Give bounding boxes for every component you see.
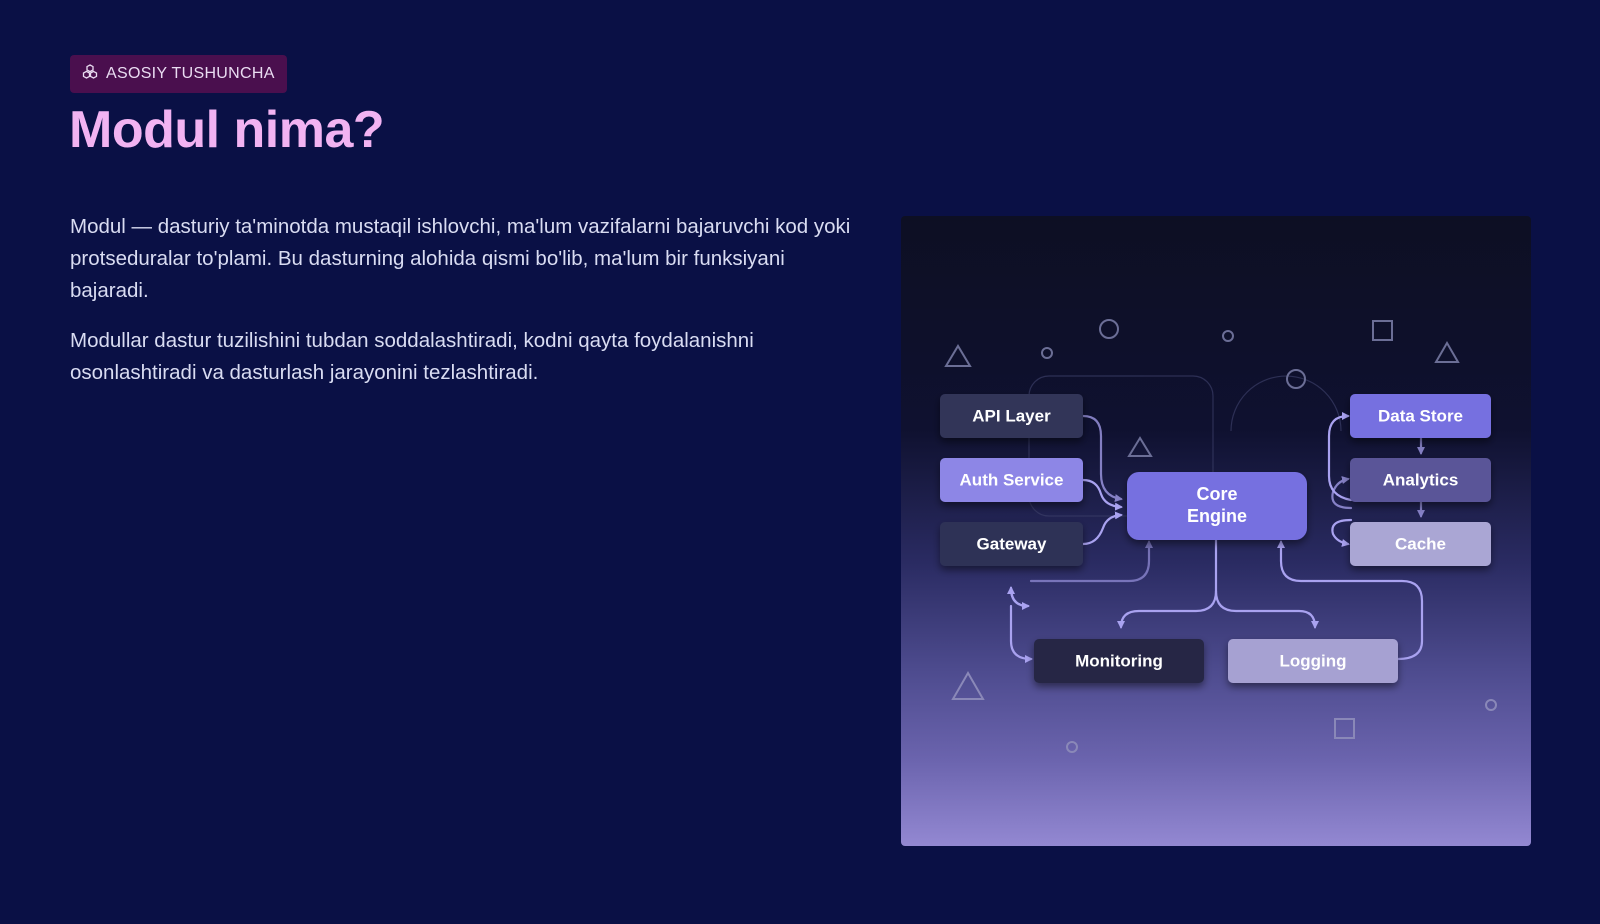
node-cache: Cache [1350,522,1491,566]
node-label: Engine [1187,506,1247,526]
square-icon [1372,320,1393,341]
node-label: Core [1196,484,1237,504]
triangle-icon [1127,436,1153,457]
diagram-canvas: API Layer Auth Service Gateway Core Engi… [940,319,1497,753]
node-label: Cache [1395,535,1446,554]
node-auth-service: Auth Service [940,458,1083,502]
node-label: Data Store [1378,407,1463,426]
node-data-store: Data Store [1350,394,1491,438]
modules-icon [81,63,99,86]
node-analytics: Analytics [1350,458,1491,502]
node-api-layer: API Layer [940,394,1083,438]
circle-icon [1066,741,1078,753]
circle-icon [1222,330,1234,342]
node-logging: Logging [1228,639,1398,683]
paragraph-benefits: Modullar dastur tuzilishini tubdan sodda… [70,329,754,384]
description: Modul — dasturiy ta'minotda mustaqil ish… [70,211,860,407]
paragraph-definition: Modul — dasturiy ta'minotda mustaqil ish… [70,215,851,302]
circle-icon [1485,699,1497,711]
node-label: Monitoring [1075,652,1163,671]
triangle-icon [951,670,985,700]
triangle-icon [944,344,972,367]
node-monitoring: Monitoring [1034,639,1204,683]
section-badge: ASOSIY TUSHUNCHA [70,55,287,93]
triangle-icon [1434,341,1460,363]
node-label: Auth Service [960,471,1064,490]
circle-icon [1099,319,1119,339]
badge-label: ASOSIY TUSHUNCHA [106,65,275,82]
page-title: Modul nima? [69,101,385,159]
connectors [1007,412,1425,663]
node-label: Logging [1279,652,1346,671]
node-core-engine: Core Engine [1127,472,1307,540]
circle-icon [1286,369,1306,389]
module-diagram: API Layer Auth Service Gateway Core Engi… [901,216,1531,846]
square-icon [1334,718,1355,739]
node-label: Analytics [1383,471,1459,490]
decorative-shapes [944,319,1497,753]
node-label: Gateway [977,535,1047,554]
node-label: API Layer [972,407,1051,426]
circle-icon [1041,347,1053,359]
node-gateway: Gateway [940,522,1083,566]
